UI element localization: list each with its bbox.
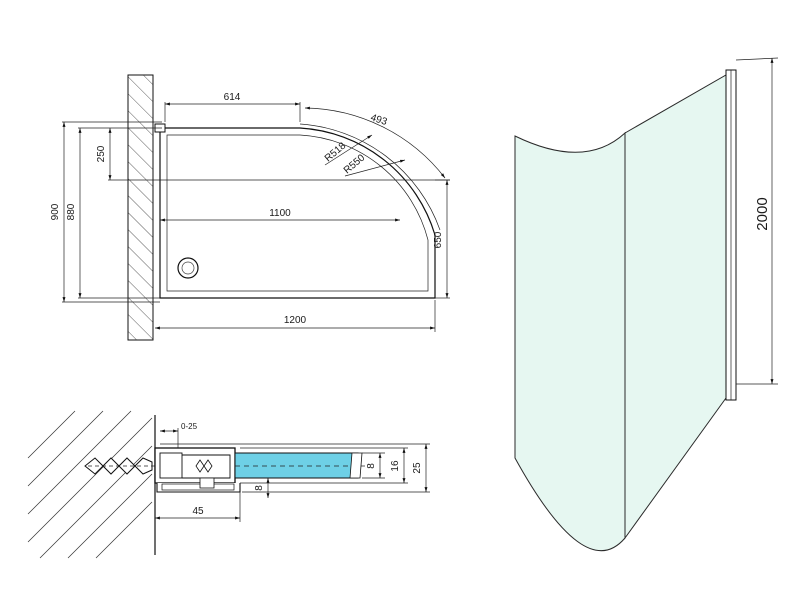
dim-250-label: 250 xyxy=(96,145,107,162)
drain-inner xyxy=(181,261,195,275)
dim-2000-label: 2000 xyxy=(754,197,771,230)
dim-8-base-label: 8 xyxy=(254,485,265,491)
dim-0-25-label: 0-25 xyxy=(181,422,198,431)
wall-section xyxy=(127,74,154,341)
flat-glass-panel xyxy=(624,74,727,540)
dim-900-label: 900 xyxy=(50,203,61,220)
dim-614-label: 614 xyxy=(224,92,241,103)
aluminium-profile xyxy=(154,447,241,493)
perspective-view: 2000 xyxy=(514,57,779,552)
tray-outline xyxy=(159,127,436,299)
dim-880-label: 880 xyxy=(66,203,77,220)
drain-circle xyxy=(177,257,199,279)
dim-r550-label: R550 xyxy=(342,152,368,176)
dim-650-label: 650 xyxy=(433,231,444,248)
profile-detail: 0-25 8 16 25 8 45 xyxy=(27,410,430,559)
dim-8-glass-label: 8 xyxy=(366,463,377,469)
curved-glass-panel xyxy=(514,131,626,552)
dim-45-label: 45 xyxy=(192,506,204,517)
plan-view: 614 493 R518 R550 250 900 880 1100 650 xyxy=(50,74,450,341)
dim-16-label: 16 xyxy=(390,460,401,472)
dim-25-label: 25 xyxy=(412,462,423,474)
wall-hatching xyxy=(27,410,153,559)
dim-493-label: 493 xyxy=(369,112,389,128)
dim-1200-label: 1200 xyxy=(284,315,307,326)
wall-anchor xyxy=(84,457,155,475)
dim-1100-label: 1100 xyxy=(269,208,291,219)
profile-screw xyxy=(195,459,213,473)
glass-panel-section xyxy=(234,452,359,479)
